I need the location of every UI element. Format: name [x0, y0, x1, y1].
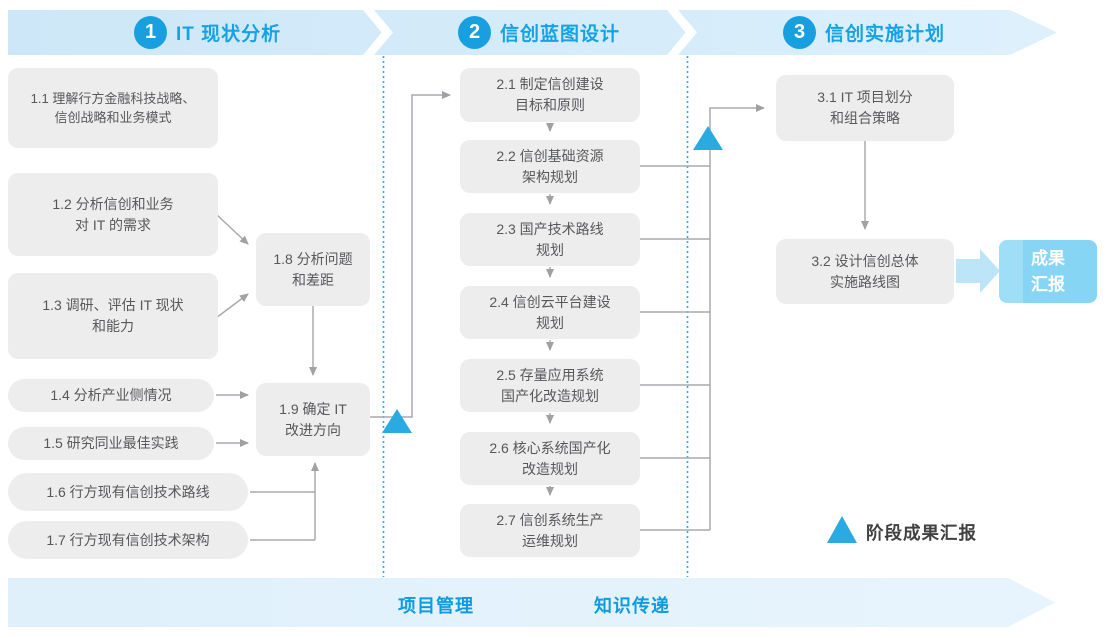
box-2-1: 2.1 制定信创建设 目标和原则: [460, 68, 640, 122]
box-2-2: 2.2 信创基础资源 架构规划: [460, 140, 640, 193]
legend-label: 阶段成果汇报: [866, 523, 977, 543]
box-1-9: 1.9 确定 IT 改进方向: [256, 383, 370, 456]
phase2-header: 2 信创蓝图设计: [458, 10, 620, 55]
box-1-4: 1.4 分析产业侧情况: [8, 379, 214, 412]
result-arrow-icon: [956, 249, 1000, 293]
phase-ribbon: [8, 10, 1057, 55]
box-1-3: 1.3 调研、评估 IT 现状 和能力: [8, 273, 218, 359]
footer-item-project-management: 项目管理: [398, 596, 474, 616]
box-2-5: 2.5 存量应用系统 国产化改造规划: [460, 359, 640, 412]
legend-triangle-icon: [827, 516, 857, 543]
box-2-3: 2.3 国产技术路线 规划: [460, 213, 640, 266]
box-2-6: 2.6 核心系统国产化 改造规划: [460, 432, 640, 485]
box-1-6: 1.6 行方现有信创技术路线: [8, 473, 248, 511]
milestone-triangle-phase2: [693, 126, 723, 150]
box-3-1: 3.1 IT 项目划分 和组合策略: [776, 75, 954, 141]
phase2-to-phase3-trunk: [640, 104, 765, 531]
box-1-5: 1.5 研究同业最佳实践: [8, 427, 214, 460]
footer-ribbon: [8, 578, 1055, 627]
box-2-4: 2.4 信创云平台建设 规划: [460, 286, 640, 339]
phase2-title: 信创蓝图设计: [500, 24, 621, 45]
phase3-number-badge: 3: [783, 16, 816, 49]
phase3-header: 3 信创实施计划: [783, 10, 945, 55]
box-1-1: 1.1 理解行方金融科技战略、 信创战略和业务模式: [8, 68, 218, 148]
phase1-number-badge: 1: [134, 16, 167, 49]
footer-item-knowledge-transfer: 知识传递: [594, 596, 670, 616]
box-1-2: 1.2 分析信创和业务 对 IT 的需求: [8, 173, 218, 256]
result-report-box: 成果 汇报: [999, 240, 1097, 303]
box-3-2: 3.2 设计信创总体 实施路线图: [776, 239, 954, 304]
milestone-triangle-phase1: [382, 409, 412, 433]
phase2-number-badge: 2: [458, 16, 491, 49]
phase1-title: IT 现状分析: [176, 24, 282, 45]
phase3-title: 信创实施计划: [825, 24, 946, 45]
box-1-8: 1.8 分析问题 和差距: [256, 233, 370, 306]
phase1-connectors: [215, 91, 451, 541]
box-2-7: 2.7 信创系统生产 运维规划: [460, 504, 640, 557]
box-1-7: 1.7 行方现有信创技术架构: [8, 521, 248, 559]
phase1-header: 1 IT 现状分析: [134, 10, 281, 55]
